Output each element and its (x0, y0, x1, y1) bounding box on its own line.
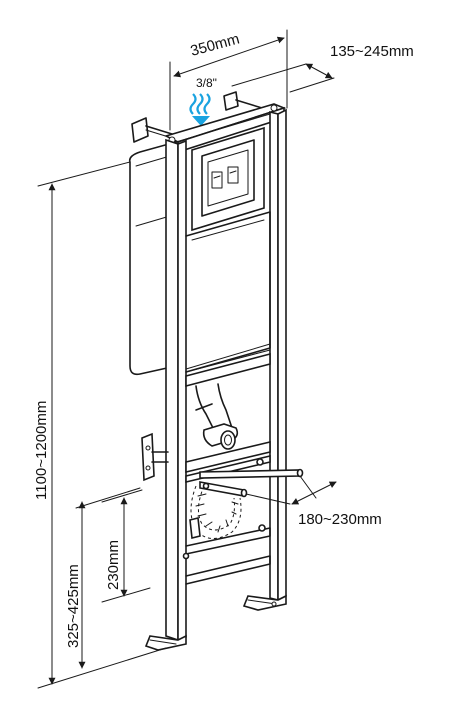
label-water-inlet: 3/8" (196, 76, 217, 90)
frame-lower-section (182, 524, 271, 585)
label-230mm: 230mm (105, 540, 122, 590)
flush-mount-plate (191, 126, 265, 232)
mounting-rod-lower (199, 481, 248, 498)
dim-drain-height: 325~425mm (65, 487, 141, 669)
cistern-tank (128, 113, 271, 376)
label-135-245mm: 135~245mm (330, 43, 414, 60)
label-1100-1200mm: 1100~1200mm (33, 401, 50, 500)
frame-inner-panel (185, 211, 271, 373)
label-180-230mm: 180~230mm (298, 511, 382, 528)
frame-mid-crossbar (185, 349, 271, 388)
frame-right-post (269, 108, 287, 602)
right-foot (242, 594, 287, 611)
flush-pipe-elbow (195, 383, 239, 450)
drain-pipe (189, 485, 242, 539)
left-foot (144, 634, 187, 651)
label-325-425mm: 325~425mm (65, 564, 82, 648)
frame-left-post (165, 138, 187, 642)
water-inlet-arrow-icon (189, 93, 211, 126)
top-left-wall-bracket (131, 117, 173, 143)
dim-total-height: 1100~1200mm (33, 161, 167, 689)
dim-bracket-height: 230mm (101, 489, 151, 603)
dim-rod-spacing: 180~230mm (245, 475, 382, 528)
dim-depth-135-245: 135~245mm (231, 43, 414, 93)
frame-top-bar (163, 103, 287, 154)
lower-left-wall-bracket (141, 432, 169, 482)
top-right-wall-bracket (223, 91, 263, 111)
water-inlet: 3/8" (189, 76, 217, 126)
